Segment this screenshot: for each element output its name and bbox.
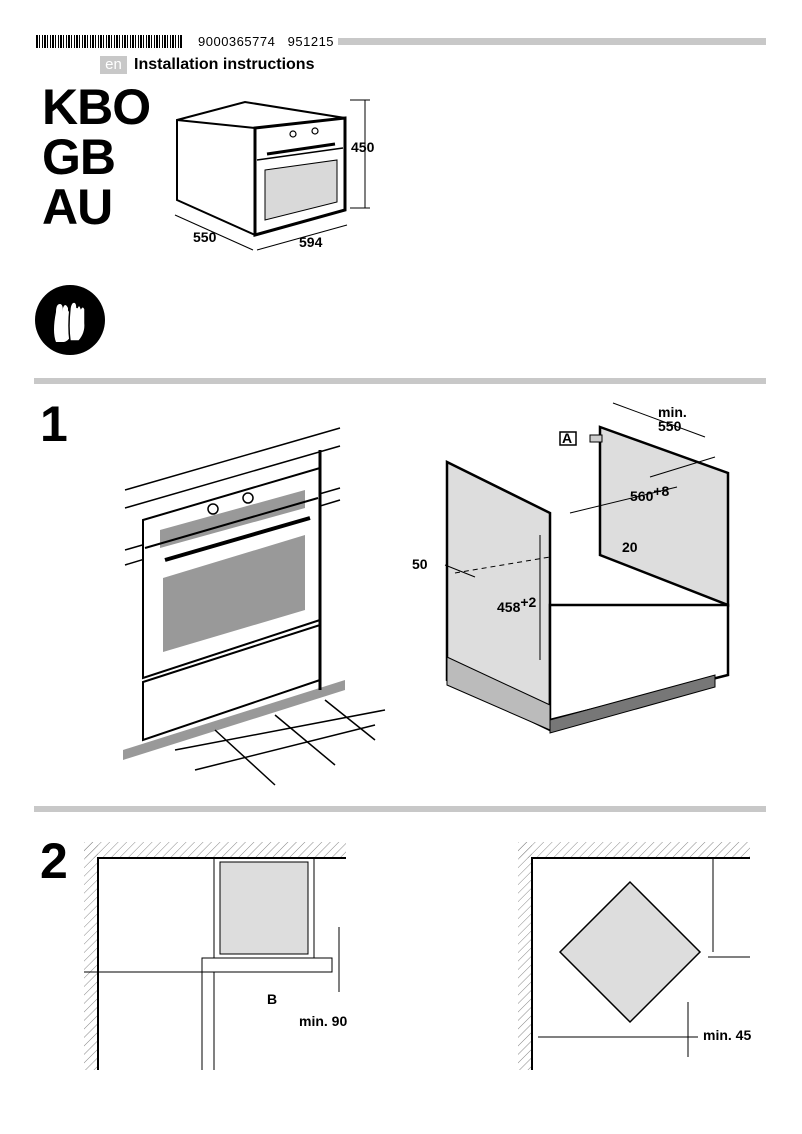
- model-name: KBO: [42, 79, 151, 135]
- min-clearance-value: min. 90: [299, 1013, 347, 1029]
- document-title: Installation instructions: [134, 56, 315, 73]
- model-name: GB: [42, 129, 116, 185]
- step-number: 2: [40, 833, 68, 889]
- min-depth-value: 550: [658, 418, 682, 434]
- model-list: KBO GB AU: [42, 79, 151, 235]
- width-value: 560+8: [630, 483, 670, 504]
- dimension-height: 450: [351, 139, 375, 155]
- label-b: B: [267, 991, 277, 1007]
- barcode: [36, 35, 182, 48]
- document-number: 9000365774 951215: [198, 34, 335, 49]
- dimension-width: 594: [299, 234, 323, 250]
- step-number: 1: [40, 396, 68, 452]
- oven-installed-drawing: [123, 427, 386, 786]
- niche-plan-drawing: B min. 90: [84, 842, 347, 1070]
- cabinet-dimension-drawing: A min. 550 560+8 20 50 458+2: [412, 402, 730, 734]
- dimension-depth: 550: [193, 229, 217, 245]
- language-badge: en: [100, 56, 127, 74]
- gloves-icon: [35, 285, 105, 355]
- height-value: 458+2: [497, 594, 537, 615]
- corner-plan-drawing: min. 45: [518, 842, 751, 1070]
- front-offset-value: 50: [412, 556, 428, 572]
- oven-dimension-drawing: 450 550 594: [174, 99, 375, 251]
- section-divider: [34, 806, 766, 812]
- section-divider: [34, 378, 766, 384]
- header-rule: [338, 38, 766, 45]
- label-a: A: [562, 430, 572, 446]
- gap-value: 20: [622, 539, 638, 555]
- min-corner-value: min. 45: [703, 1027, 751, 1043]
- min-depth-label: min.: [658, 404, 687, 420]
- model-name: AU: [42, 179, 113, 235]
